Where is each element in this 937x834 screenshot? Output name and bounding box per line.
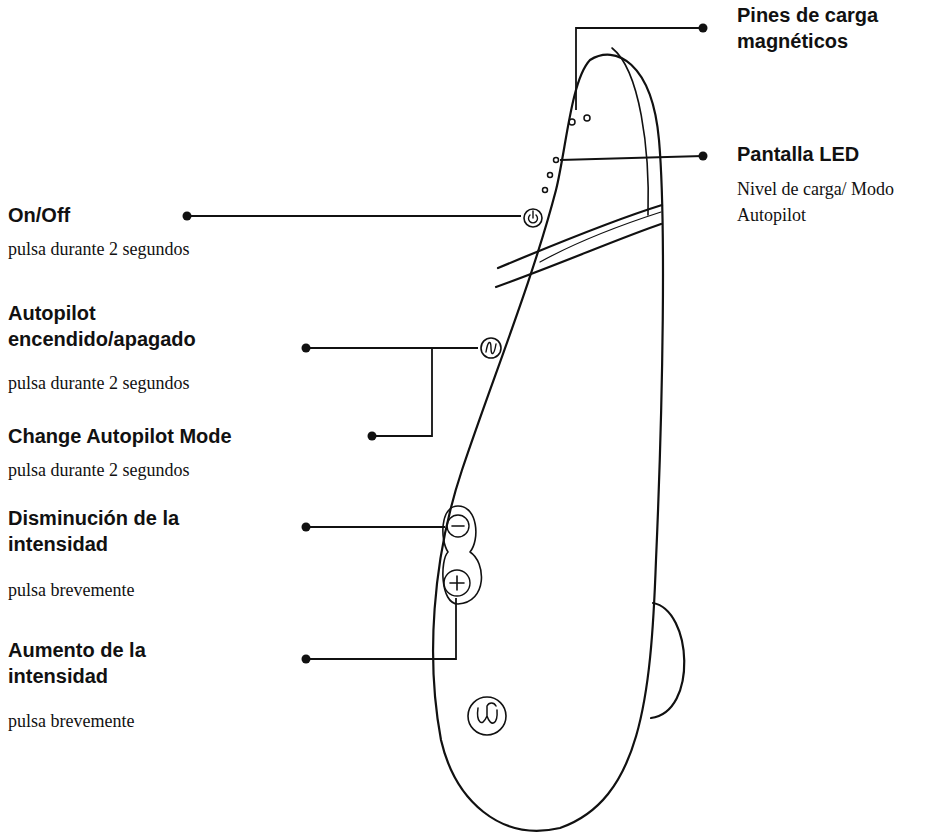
leader-dot [183, 212, 192, 221]
leader-line [560, 156, 703, 160]
leader-line [306, 526, 445, 528]
part-name: Pines de carga magnéticos [737, 2, 917, 54]
device-band [498, 205, 662, 268]
intensity-buttons [443, 506, 482, 604]
control-name: Disminución de la intensidad [8, 505, 233, 557]
stimulation-head [651, 603, 684, 718]
leader-dot [302, 655, 311, 664]
leader-dot [699, 24, 708, 33]
control-name: On/Off [8, 202, 178, 228]
leader-dot [368, 432, 377, 441]
device-band [540, 212, 661, 262]
power-icon [529, 211, 538, 223]
part-description: Nivel de carga/ Modo Autopilot [737, 176, 897, 228]
logo-button [468, 697, 506, 735]
leader-line [187, 215, 521, 217]
led-dot [554, 158, 559, 163]
device-body [433, 55, 663, 831]
led-dot [543, 188, 548, 193]
control-name: Autopilot encendido/apagado [8, 300, 223, 352]
autopilot-icon [486, 342, 496, 353]
device-contour [612, 48, 648, 215]
control-name: Change Autopilot Mode [8, 423, 348, 449]
power-button [524, 209, 542, 227]
device-band [496, 224, 661, 287]
plus-button [444, 570, 470, 596]
minus-button [447, 515, 469, 537]
leader-line [306, 598, 456, 659]
control-instruction: pulsa brevemente [8, 708, 288, 734]
leader-dot [302, 344, 311, 353]
leader-line [306, 347, 478, 349]
control-instruction: pulsa durante 2 segundos [8, 236, 288, 262]
autopilot-button [481, 338, 501, 358]
leader-line [576, 28, 703, 110]
charging-pin [569, 119, 575, 125]
led-dot [548, 173, 553, 178]
logo-mark [478, 703, 497, 723]
leader-dot [302, 523, 311, 532]
plus-icon [450, 576, 464, 590]
control-instruction: pulsa durante 2 segundos [8, 457, 288, 483]
control-instruction: pulsa durante 2 segundos [8, 370, 288, 396]
leader-dot [699, 152, 708, 161]
leader-line [372, 348, 432, 436]
part-name: Pantalla LED [737, 141, 917, 167]
minus-icon [452, 525, 464, 527]
charging-pin [584, 115, 590, 121]
control-instruction: pulsa brevemente [8, 577, 288, 603]
control-name: Aumento de la intensidad [8, 637, 208, 689]
